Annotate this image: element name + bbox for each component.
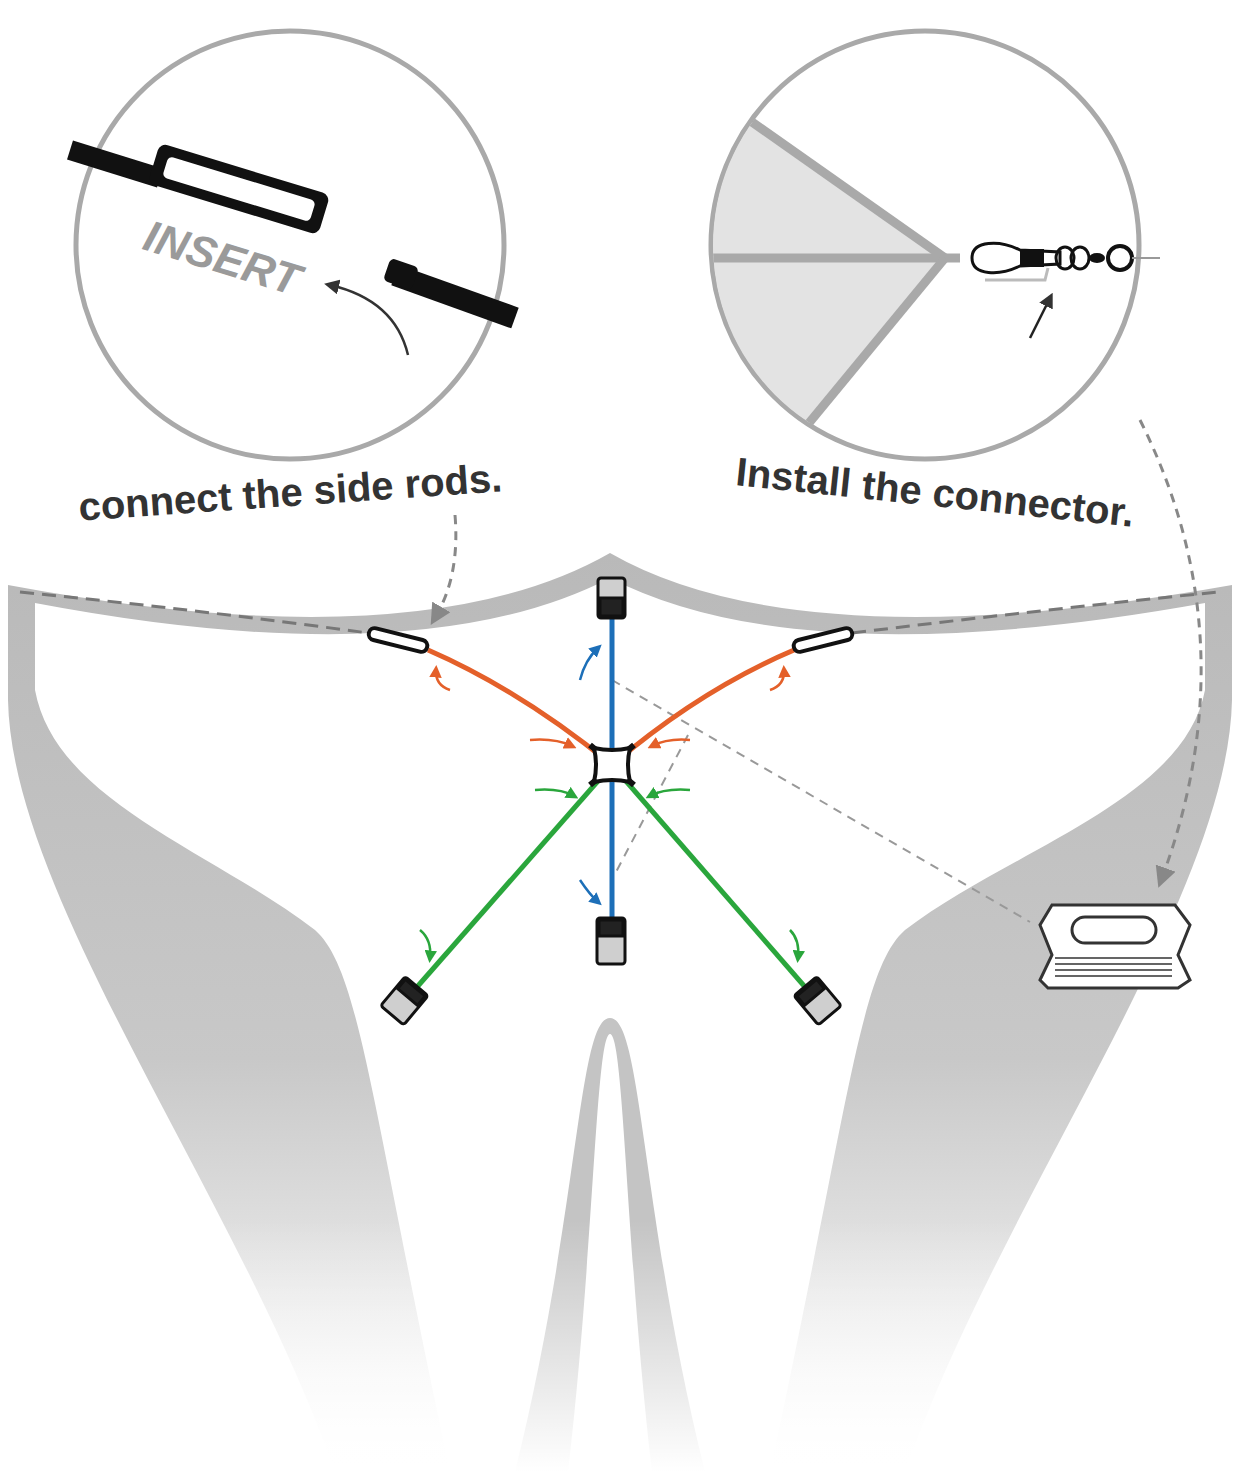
step-caption: Install the connector. xyxy=(734,449,1137,536)
rod-sleeve xyxy=(367,627,428,653)
step-caption: connect the side rods. xyxy=(77,455,504,530)
fade xyxy=(0,1220,1240,1472)
line-winder xyxy=(1040,905,1190,988)
edge-seam xyxy=(20,592,368,633)
direction-arrow xyxy=(420,648,798,958)
end-cap xyxy=(381,578,842,1025)
lower-rod xyxy=(410,765,612,995)
edge-seam xyxy=(852,592,1218,633)
center-hub xyxy=(590,745,634,785)
rod-sleeve xyxy=(792,627,853,653)
leader-line xyxy=(1140,420,1201,878)
lower-rod xyxy=(612,765,812,995)
leader-line xyxy=(436,515,456,616)
detail-circle xyxy=(76,31,504,459)
side-rod xyxy=(612,650,794,765)
part-label: INSERT xyxy=(138,211,306,306)
rod-detail xyxy=(70,143,515,355)
center-hub xyxy=(594,748,630,782)
connector-detail xyxy=(700,100,1160,440)
